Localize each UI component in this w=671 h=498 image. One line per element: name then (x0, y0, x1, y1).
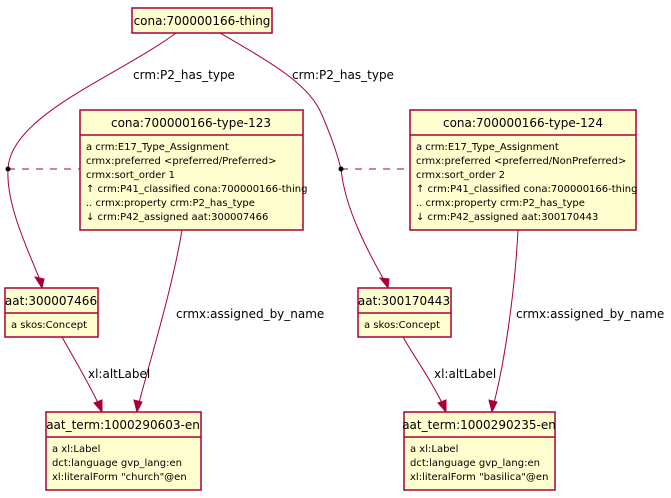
edge-label-left-assigned-by-name: crmx:assigned_by_name (176, 307, 324, 321)
node-attribute: crmx:preferred <preferred/Preferred> (86, 156, 276, 167)
edge-left-assigned-by-name (138, 229, 183, 404)
node-attribute: crmx:sort_order 1 (86, 170, 175, 181)
arrowhead-left-alt-label (93, 399, 103, 414)
node-title: cona:700000166-type-124 (443, 116, 603, 130)
edge-label-right-alt-label: xl:altLabel (434, 367, 496, 381)
edge-left-has-type (7, 32, 177, 281)
node-aat-term-1000290603-en: aat_term:1000290603-en a xl:Label dct:la… (45, 411, 202, 491)
edge-label-right-has-type: crm:P2_has_type (292, 68, 394, 82)
node-attribute: ↓ crm:P42_assigned aat:300170443 (416, 212, 598, 223)
node-title: cona:700000166-type-123 (111, 116, 271, 130)
node-attribute: xl:literalForm "basilica"@en (410, 472, 548, 483)
node-thing: cona:700000166-thing (131, 7, 273, 34)
arrowhead-right-assigned-by-name (488, 399, 498, 414)
edge-label-left-has-type: crm:P2_has_type (133, 68, 235, 82)
node-attribute: crmx:sort_order 2 (416, 170, 505, 181)
edge-right-assigned-by-name (493, 229, 519, 404)
edge-label-right-assigned-by-name: crmx:assigned_by_name (516, 307, 664, 321)
edge-label-left-alt-label: xl:altLabel (88, 367, 150, 381)
node-title: aat_term:1000290235-en (402, 418, 556, 432)
node-attribute: dct:language gvp_lang:en (410, 458, 540, 469)
node-attribute: crmx:preferred <preferred/NonPreferred> (416, 156, 626, 167)
junction-dot-right (338, 166, 344, 172)
node-attribute: ↑ crm:P41_classified cona:700000166-thin… (86, 184, 307, 195)
node-attribute: .. crmx:property crm:P2_has_type (416, 198, 585, 209)
arrowhead-right-has-type (378, 277, 390, 290)
edge-right-alt-label (402, 336, 443, 404)
node-attribute: a xl:Label (52, 444, 100, 455)
edge-right-has-type (219, 32, 385, 281)
node-title: aat:300170443 (358, 294, 450, 308)
node-attribute: a xl:Label (410, 444, 458, 455)
node-type-123: cona:700000166-type-123 a crm:E17_Type_A… (79, 109, 307, 231)
node-attribute: a skos:Concept (11, 320, 87, 331)
node-aat-300170443: aat:300170443 a skos:Concept (357, 287, 452, 338)
node-attribute: xl:literalForm "church"@en (52, 472, 187, 483)
arrowhead-left-assigned-by-name (133, 399, 143, 414)
junction-dot-left (5, 166, 11, 172)
node-attribute: a crm:E17_Type_Assignment (86, 142, 229, 153)
node-aat-300007466: aat:300007466 a skos:Concept (4, 287, 99, 338)
arrowhead-right-alt-label (437, 399, 447, 414)
arrowhead-left-has-type (33, 276, 45, 290)
node-aat-term-1000290235-en: aat_term:1000290235-en a xl:Label dct:la… (402, 411, 556, 491)
node-attribute: ↓ crm:P42_assigned aat:300007466 (86, 212, 268, 223)
node-title: aat:300007466 (5, 294, 97, 308)
edge-left-alt-label (61, 336, 99, 404)
node-attribute: a skos:Concept (364, 320, 440, 331)
node-attribute: .. crmx:property crm:P2_has_type (86, 198, 255, 209)
node-type-124: cona:700000166-type-124 a crm:E17_Type_A… (409, 109, 637, 231)
node-title: cona:700000166-thing (134, 14, 271, 28)
node-attribute: dct:language gvp_lang:en (52, 458, 182, 469)
node-attribute: ↑ crm:P41_classified cona:700000166-thin… (416, 184, 637, 195)
node-attribute: a crm:E17_Type_Assignment (416, 142, 559, 153)
node-title: aat_term:1000290603-en (46, 418, 200, 432)
